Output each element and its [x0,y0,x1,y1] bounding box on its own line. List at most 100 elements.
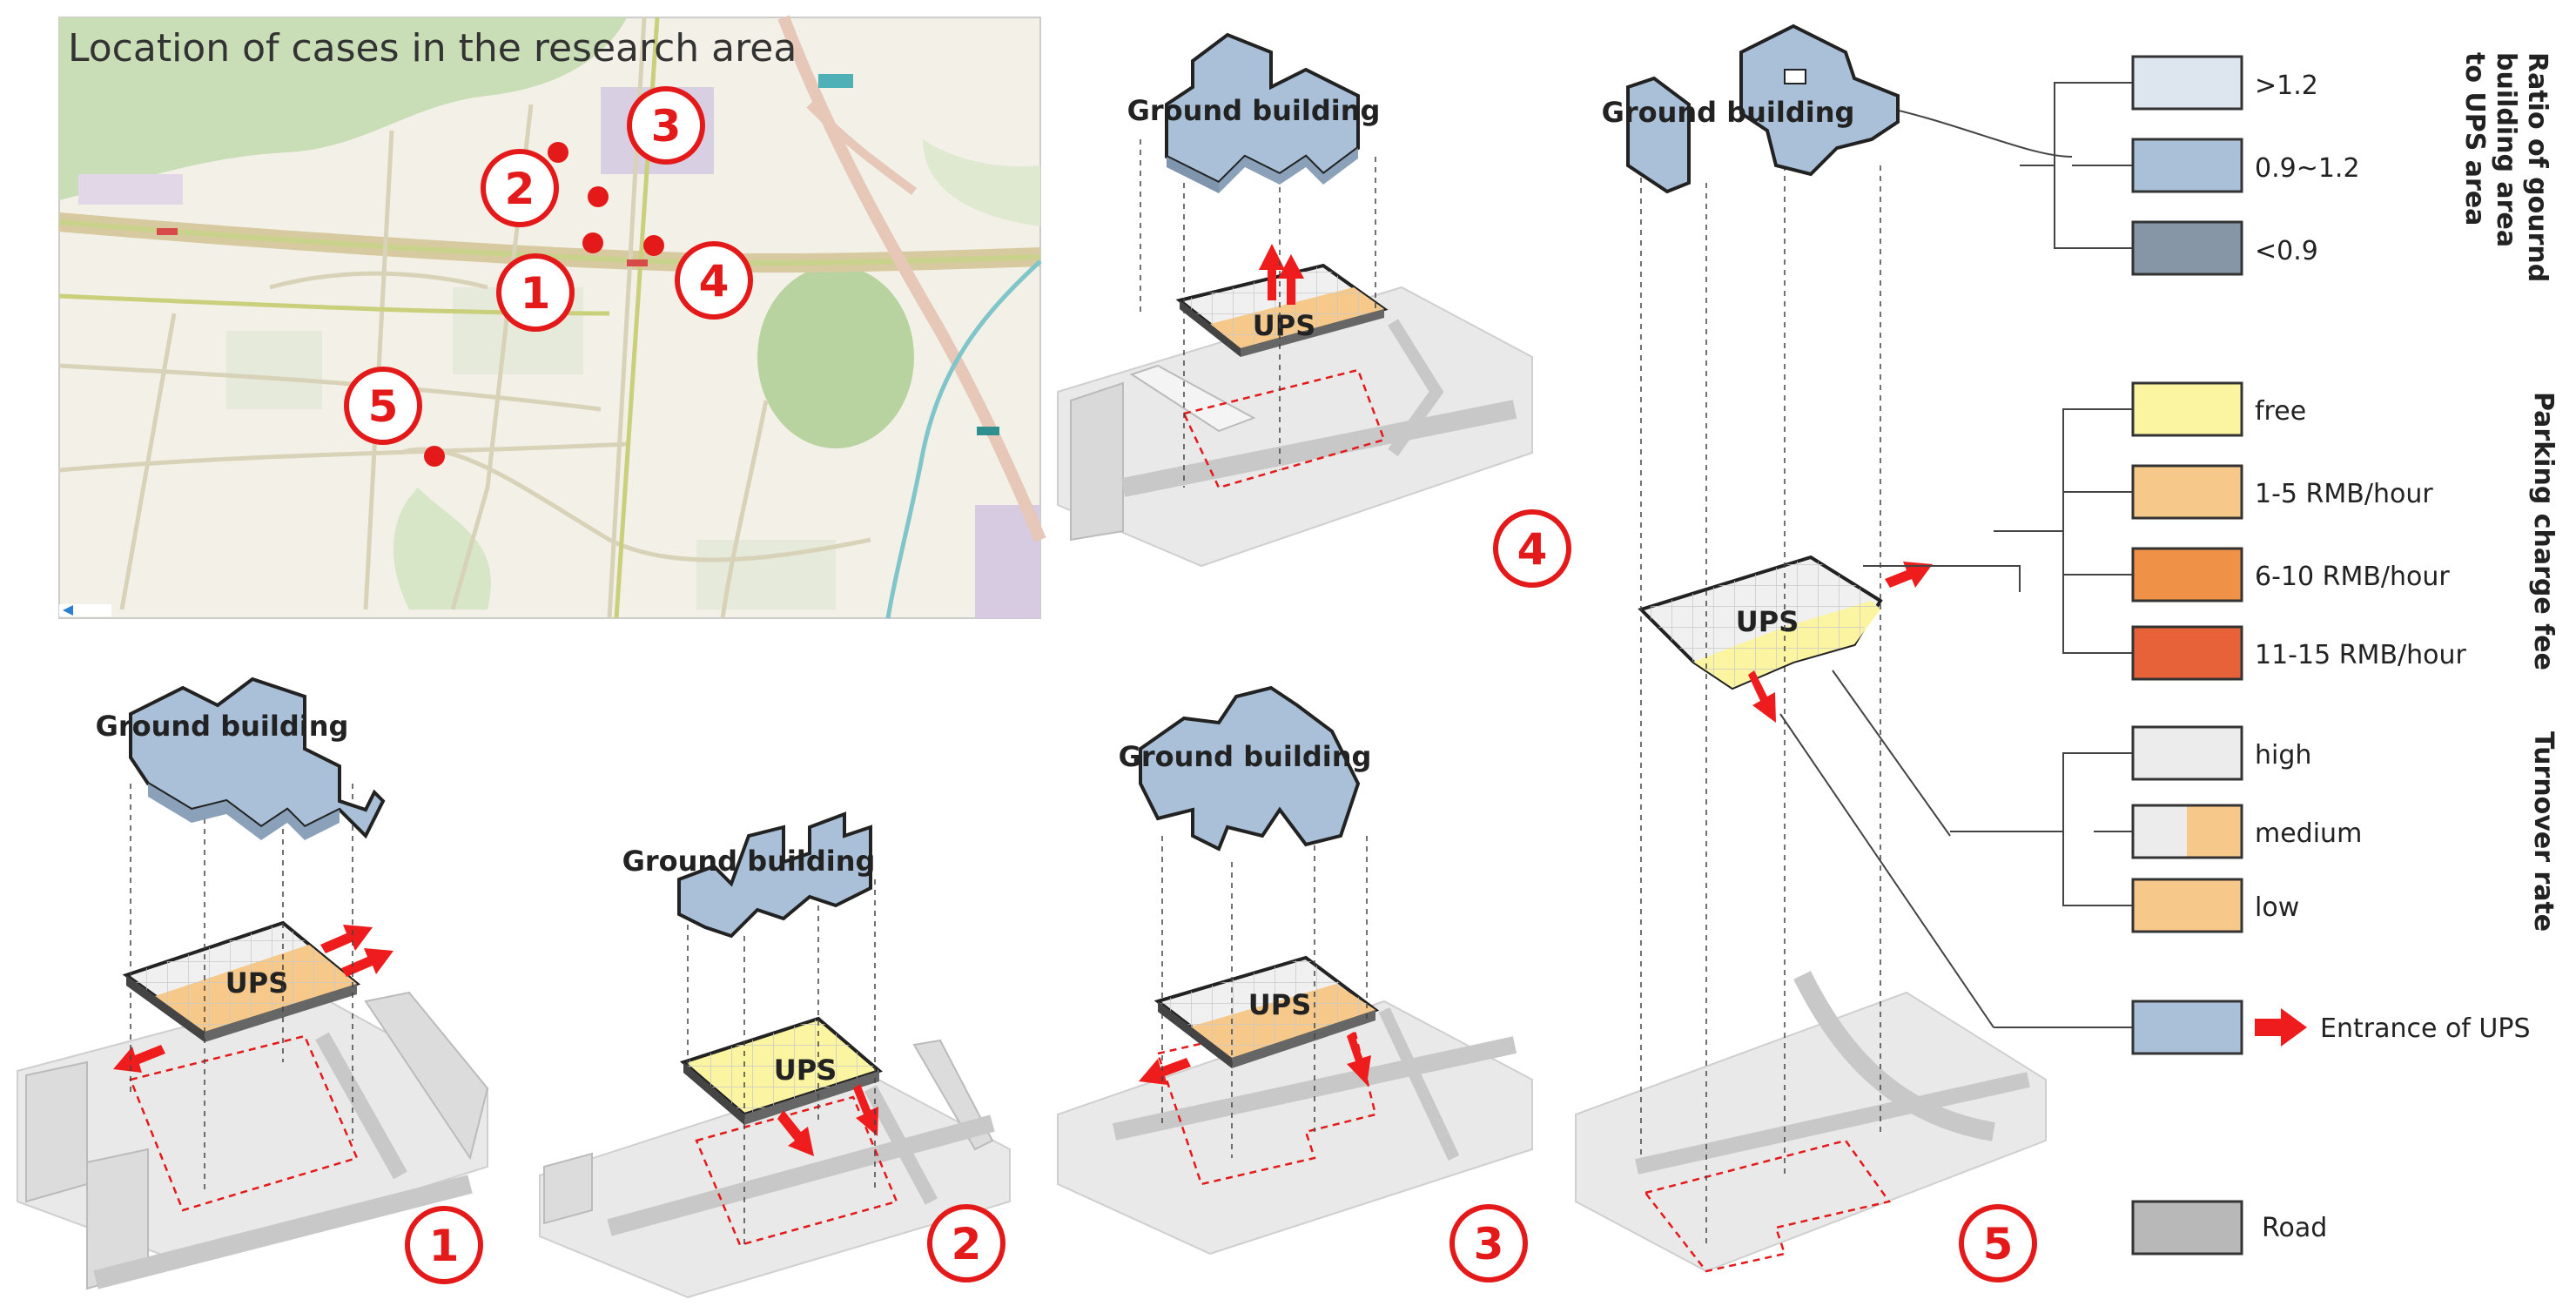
svg-text:2: 2 [505,164,535,214]
svg-text:4: 4 [699,256,730,306]
svg-text:3: 3 [651,101,682,151]
ground-building-label: Ground building [1119,740,1372,773]
map-station-marker [157,228,178,235]
entrance-arrow [1748,670,1776,723]
ground-building-label: Ground building [622,845,876,878]
ups-label: UPS [1248,988,1311,1021]
ground-building-side [1167,157,1219,193]
connector-line [1871,104,2073,158]
entrance-arrow-icon [2255,1008,2307,1047]
ground-building [677,811,872,939]
legend-road: Road [2131,1200,2327,1256]
legend-bracket [2020,82,2072,249]
svg-text:3: 3 [1474,1219,1504,1269]
ups-label: UPS [774,1054,837,1087]
ups-slab-edge [683,1062,744,1125]
ground-building-label: Ground building [96,710,349,743]
projection-lines [687,879,876,1245]
legend-parking-title: Parking charge fee [2528,392,2559,670]
svg-text:4: 4 [1517,524,1548,575]
road [1388,319,1444,457]
svg-text:6-10 RMB/hour: 6-10 RMB/hour [2255,562,2450,592]
svg-text:high: high [2255,740,2311,771]
legend-turnover-low: low [2131,878,2299,933]
projection-lines [1140,139,1376,488]
map-expressway [806,101,917,196]
case-number-4: 4 [1493,509,1571,588]
ups-label: UPS [225,966,288,1000]
ups-slab-grid [1158,958,1375,1058]
map-expressway [777,15,1046,542]
map-marker-2: 2 [481,149,559,227]
legend: >1.2 0.9~1.2 <0.9 Ratio of gournd buildi… [1950,52,2559,1256]
map-green-area [393,488,491,609]
map-green-area [59,17,627,200]
case-number-5: 5 [1959,1204,2037,1282]
svg-text:Entrance of UPS: Entrance of UPS [2320,1013,2531,1044]
road [93,1175,473,1289]
svg-text:1: 1 [521,268,551,319]
svg-text:<0.9: <0.9 [2255,236,2318,266]
ups-slab-grid [126,923,357,1032]
entrance-arrow [320,925,373,953]
entrance-arrow [777,1110,814,1156]
ups-slab-grid [683,1019,879,1114]
svg-text:1: 1 [429,1221,460,1271]
road [864,1085,938,1205]
legend-parking-11-15: 11-15 RMB/hour [2131,625,2467,681]
location-map: Location of cases in the research area 3… [58,15,1046,619]
ups-label: UPS [1736,605,1799,638]
svg-text:5: 5 [1983,1219,2014,1269]
ups-footprint [695,1095,898,1247]
ups-footprint [1643,1139,1892,1273]
road [315,1032,407,1180]
svg-text:to UPS area: to UPS area [2459,52,2490,226]
case-number-3: 3 [1449,1204,1528,1282]
ups-slab-edge [1180,300,1241,357]
case-location-dot [643,235,664,256]
entrance-arrow [1347,1032,1371,1085]
projection-lines [1640,157,1881,1245]
site-building [1070,381,1124,542]
case-diagram-5: UPS Ground building 5 [1575,24,2073,1282]
svg-text:5: 5 [368,381,399,432]
map-water-marker [818,74,853,88]
map-title: Location of cases in the research area [68,26,797,71]
svg-text:low: low [2255,892,2299,923]
map-urban-block [226,331,322,409]
svg-text:1-5 RMB/hour: 1-5 RMB/hour [2255,479,2433,509]
ups-slab-edge [1232,1010,1375,1068]
road [607,1114,995,1236]
ups-slab-edge [744,1071,879,1125]
road [1120,400,1517,497]
entrance-arrow [1139,1058,1191,1085]
map-station-marker [627,259,648,266]
case-location-dot [548,142,568,163]
map-marker-1: 1 [496,253,575,332]
svg-text:Road: Road [2262,1213,2327,1243]
case-diagram-3: UPS Ground building 3 [1057,685,1533,1282]
case-diagram-2: UPS Ground building 2 [539,811,1011,1299]
ups-slab-edge [126,975,205,1042]
site-building [364,991,489,1161]
svg-text:2: 2 [952,1219,982,1269]
ups-footprint [129,1034,359,1212]
legend-bracket [1950,752,2094,906]
svg-text:Parking charge fee: Parking charge fee [2528,392,2559,670]
ups-footprint [1182,368,1386,489]
entrance-arrow [853,1084,878,1136]
case-location-dot [424,446,445,467]
svg-text:Turnover rate: Turnover rate [2528,731,2559,932]
svg-text:>1.2: >1.2 [2255,71,2318,101]
svg-text:medium: medium [2255,818,2362,849]
entrance-arrow [1259,244,1285,300]
legend-turnover-title: Turnover rate [2528,731,2559,932]
projection-lines [1161,814,1368,1158]
ground-building [1139,685,1361,852]
case-location-dot [588,186,609,207]
connector-line [1779,713,1994,1028]
map-local-roads [58,17,871,619]
ground-building-side [148,784,340,840]
legend-ratio-mid: 0.9~1.2 [2131,138,2360,193]
